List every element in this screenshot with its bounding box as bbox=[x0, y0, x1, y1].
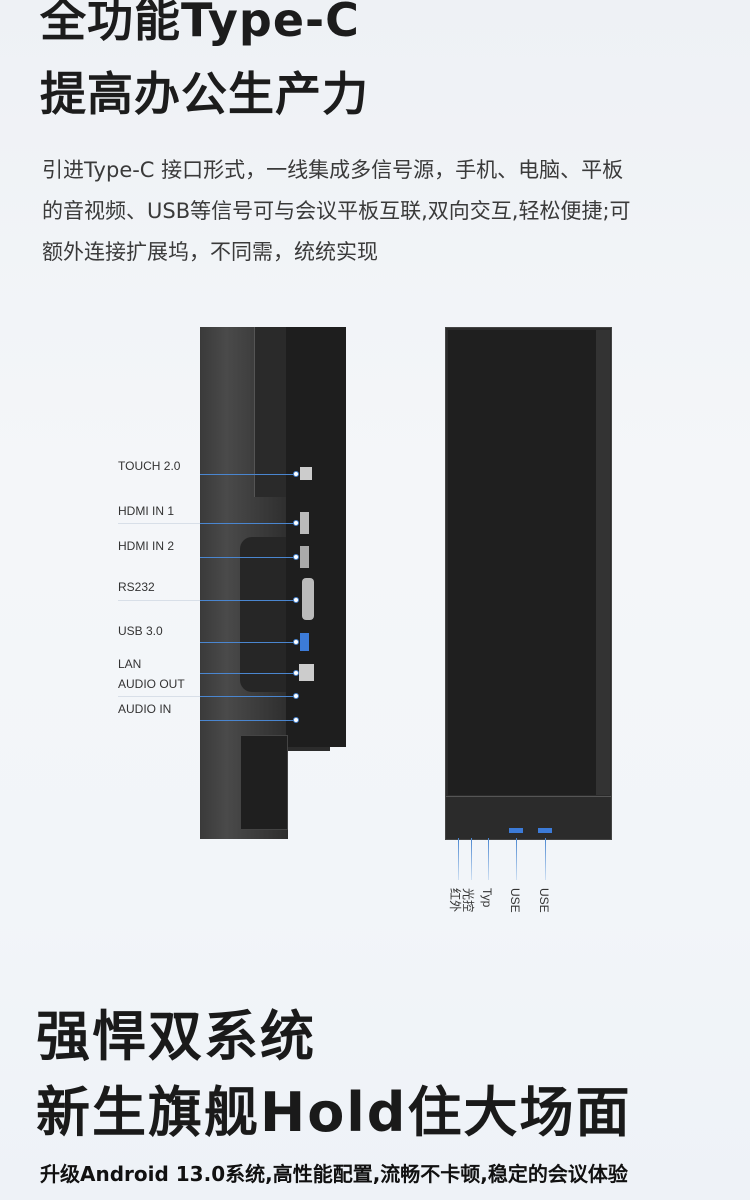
section2-title-line2: 新生旗舰Hold住大场面 bbox=[36, 1081, 632, 1144]
usb-port-icon bbox=[538, 828, 552, 833]
description: 引进Type-C 接口形式，一线集成多信号源，手机、电脑、平板 的音视频、USB… bbox=[42, 150, 722, 273]
usb-port-icon bbox=[509, 828, 523, 833]
section2-subtitle: 升级Android 13.0系统,高性能配置,流畅不卡顿,稳定的会议体验 bbox=[40, 1162, 628, 1186]
usb-port-icon bbox=[300, 633, 309, 651]
side-view-device bbox=[200, 327, 346, 839]
port-label: TOUCH 2.0 bbox=[118, 459, 181, 473]
headline-line1: 全功能Type-C bbox=[40, 0, 360, 47]
description-line: 额外连接扩展坞，不同需，统统实现 bbox=[42, 240, 378, 264]
description-line: 的音视频、USB等信号可与会议平板互联,双向交互,轻松便捷;可 bbox=[42, 199, 631, 223]
headline-line2: 提高办公生产力 bbox=[40, 67, 369, 121]
port-label: USB 3.0 bbox=[118, 624, 163, 638]
front-port-label: Typ bbox=[480, 888, 494, 908]
description-line: 引进Type-C 接口形式，一线集成多信号源，手机、电脑、平板 bbox=[42, 158, 624, 182]
port-label: AUDIO OUT bbox=[118, 677, 185, 691]
port-label: RS232 bbox=[118, 580, 155, 594]
port-label: AUDIO IN bbox=[118, 702, 172, 716]
hdmi-port-icon bbox=[300, 512, 309, 534]
port-label: HDMI IN 2 bbox=[118, 539, 175, 553]
lan-port-icon bbox=[299, 664, 314, 681]
front-port-label: USE bbox=[508, 888, 522, 913]
hdmi-port-icon bbox=[300, 546, 309, 568]
rs232-port-icon bbox=[302, 578, 314, 620]
port-label: HDMI IN 1 bbox=[118, 504, 175, 518]
front-port-label: USE bbox=[537, 888, 551, 913]
usb-b-port-icon bbox=[300, 467, 312, 480]
front-port-label: 光控 bbox=[461, 888, 475, 913]
section2-title-line1: 强悍双系统 bbox=[36, 1005, 316, 1068]
front-view-device bbox=[445, 327, 612, 840]
port-label: LAN bbox=[118, 657, 142, 671]
